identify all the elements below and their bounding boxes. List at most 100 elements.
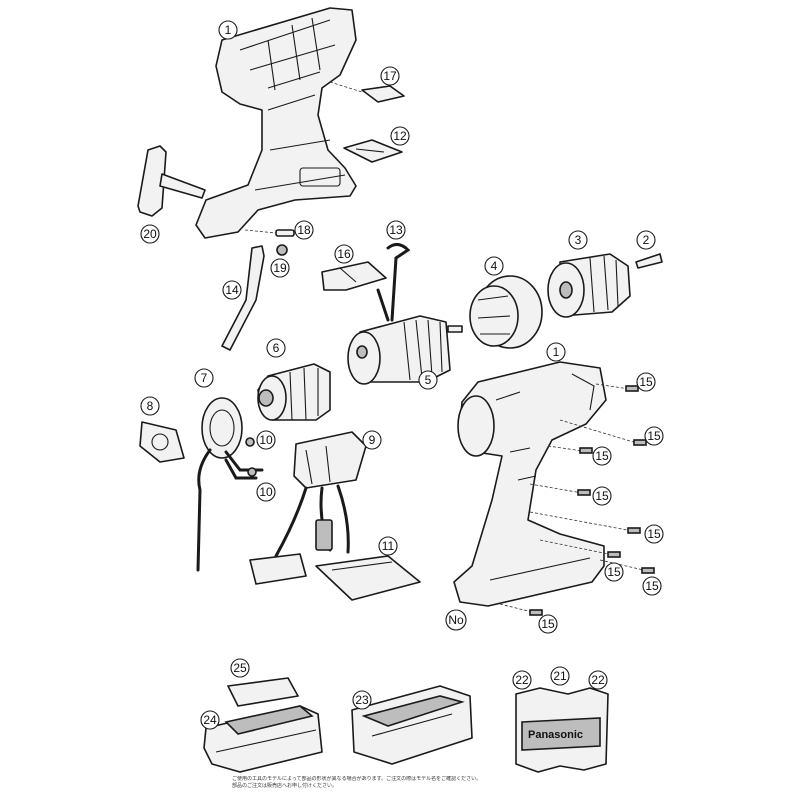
- svg-text:1: 1: [553, 345, 560, 359]
- callout-22b: 22: [588, 670, 608, 690]
- svg-text:17: 17: [383, 69, 397, 83]
- svg-text:15: 15: [647, 429, 661, 443]
- svg-text:15: 15: [607, 565, 621, 579]
- callout-10b: 10: [256, 482, 276, 502]
- callout-17: 17: [380, 66, 400, 86]
- panasonic-logo: Panasonic: [528, 729, 583, 741]
- svg-text:5: 5: [425, 373, 432, 387]
- part-19-screw: [276, 244, 288, 256]
- callout-24: 24: [200, 710, 220, 730]
- svg-text:9: 9: [369, 433, 376, 447]
- part-9-switch: [249, 431, 367, 585]
- callout-15g: 15: [642, 576, 662, 596]
- svg-text:11: 11: [382, 539, 395, 553]
- svg-text:2: 2: [643, 233, 650, 247]
- svg-text:22: 22: [591, 673, 605, 687]
- part-6-gearbox: [257, 363, 331, 421]
- part-13-clip: [386, 243, 411, 322]
- svg-text:12: 12: [393, 129, 407, 143]
- svg-text:10: 10: [259, 485, 273, 499]
- svg-text:10: 10: [259, 433, 273, 447]
- svg-text:21: 21: [553, 669, 567, 683]
- callout-15a: 15: [636, 372, 656, 392]
- callout-1-top: 1: [218, 20, 238, 40]
- part-2-screw: [635, 253, 663, 269]
- svg-text:7: 7: [201, 371, 208, 385]
- callout-15e: 15: [644, 524, 664, 544]
- callout-21: 21: [550, 666, 570, 686]
- svg-text:6: 6: [273, 341, 280, 355]
- part-15-screws: [499, 383, 655, 616]
- svg-text:23: 23: [355, 693, 369, 707]
- callout-19: 19: [270, 258, 290, 278]
- callout-23: 23: [352, 690, 372, 710]
- svg-text:25: 25: [233, 661, 247, 675]
- part-23-charger: [351, 685, 473, 765]
- callout-8: 8: [140, 396, 160, 416]
- svg-text:15: 15: [595, 489, 609, 503]
- svg-text:8: 8: [147, 399, 154, 413]
- callout-7: 7: [194, 368, 214, 388]
- part-4-ring-gear: [469, 275, 543, 349]
- svg-text:22: 22: [515, 673, 529, 687]
- callout-15c: 15: [592, 446, 612, 466]
- part-12-plate: [343, 139, 403, 163]
- callout-9: 9: [362, 430, 382, 450]
- callout-1-right: 1: [546, 342, 566, 362]
- callout-18: 18: [294, 220, 314, 240]
- svg-text:19: 19: [273, 261, 287, 275]
- part-24-battery-pack: [203, 705, 323, 773]
- svg-text:15: 15: [541, 617, 555, 631]
- callout-14: 14: [222, 280, 242, 300]
- footnote-text: ご使用の工具のモデルによって部品の形状が異なる場合があります。ご注文の際はモデル…: [232, 776, 482, 789]
- callout-2: 2: [636, 230, 656, 250]
- callout-20: 20: [140, 224, 160, 244]
- part-7-clutch-wires: [196, 397, 264, 572]
- callout-no: No: [445, 609, 467, 631]
- callout-12: 12: [390, 126, 410, 146]
- callout-6: 6: [266, 338, 286, 358]
- callout-10a: 10: [256, 430, 276, 450]
- callout-16: 16: [334, 244, 354, 264]
- svg-text:14: 14: [225, 283, 239, 297]
- svg-text:18: 18: [297, 223, 311, 237]
- callout-13: 13: [386, 220, 406, 240]
- part-25-battery-cover: [227, 677, 299, 707]
- part-21-label-plate: Panasonic: [515, 687, 609, 773]
- svg-text:15: 15: [595, 449, 609, 463]
- svg-text:3: 3: [575, 233, 582, 247]
- part-11-plate: [315, 555, 421, 601]
- svg-text:24: 24: [203, 713, 217, 727]
- callout-11: 11: [378, 536, 398, 556]
- callout-15f: 15: [604, 562, 624, 582]
- part-18-screw: [244, 229, 295, 237]
- callout-4: 4: [484, 256, 504, 276]
- callout-15h: 15: [538, 614, 558, 634]
- svg-text:16: 16: [337, 247, 351, 261]
- part-20-hook: [137, 145, 206, 217]
- svg-text:15: 15: [647, 527, 661, 541]
- callout-5: 5: [418, 370, 438, 390]
- callout-22a: 22: [512, 670, 532, 690]
- svg-text:4: 4: [491, 259, 498, 273]
- part-10-screws: [245, 437, 257, 477]
- callout-25: 25: [230, 658, 250, 678]
- part-5-motor: [347, 315, 463, 385]
- svg-text:No: No: [448, 613, 464, 627]
- part-8-bushing: [139, 421, 185, 463]
- part-3-chuck: [547, 253, 631, 318]
- housing-left-half: [195, 7, 357, 239]
- part-16-brush-holder: [321, 261, 390, 322]
- callout-3: 3: [568, 230, 588, 250]
- part-14-cable: [221, 245, 265, 351]
- callout-15d: 15: [592, 486, 612, 506]
- svg-text:15: 15: [645, 579, 659, 593]
- svg-text:15: 15: [639, 375, 653, 389]
- svg-text:13: 13: [389, 223, 403, 237]
- callout-15b: 15: [644, 426, 664, 446]
- svg-text:1: 1: [225, 23, 232, 37]
- svg-text:20: 20: [143, 227, 157, 241]
- part-17-plate: [329, 81, 405, 103]
